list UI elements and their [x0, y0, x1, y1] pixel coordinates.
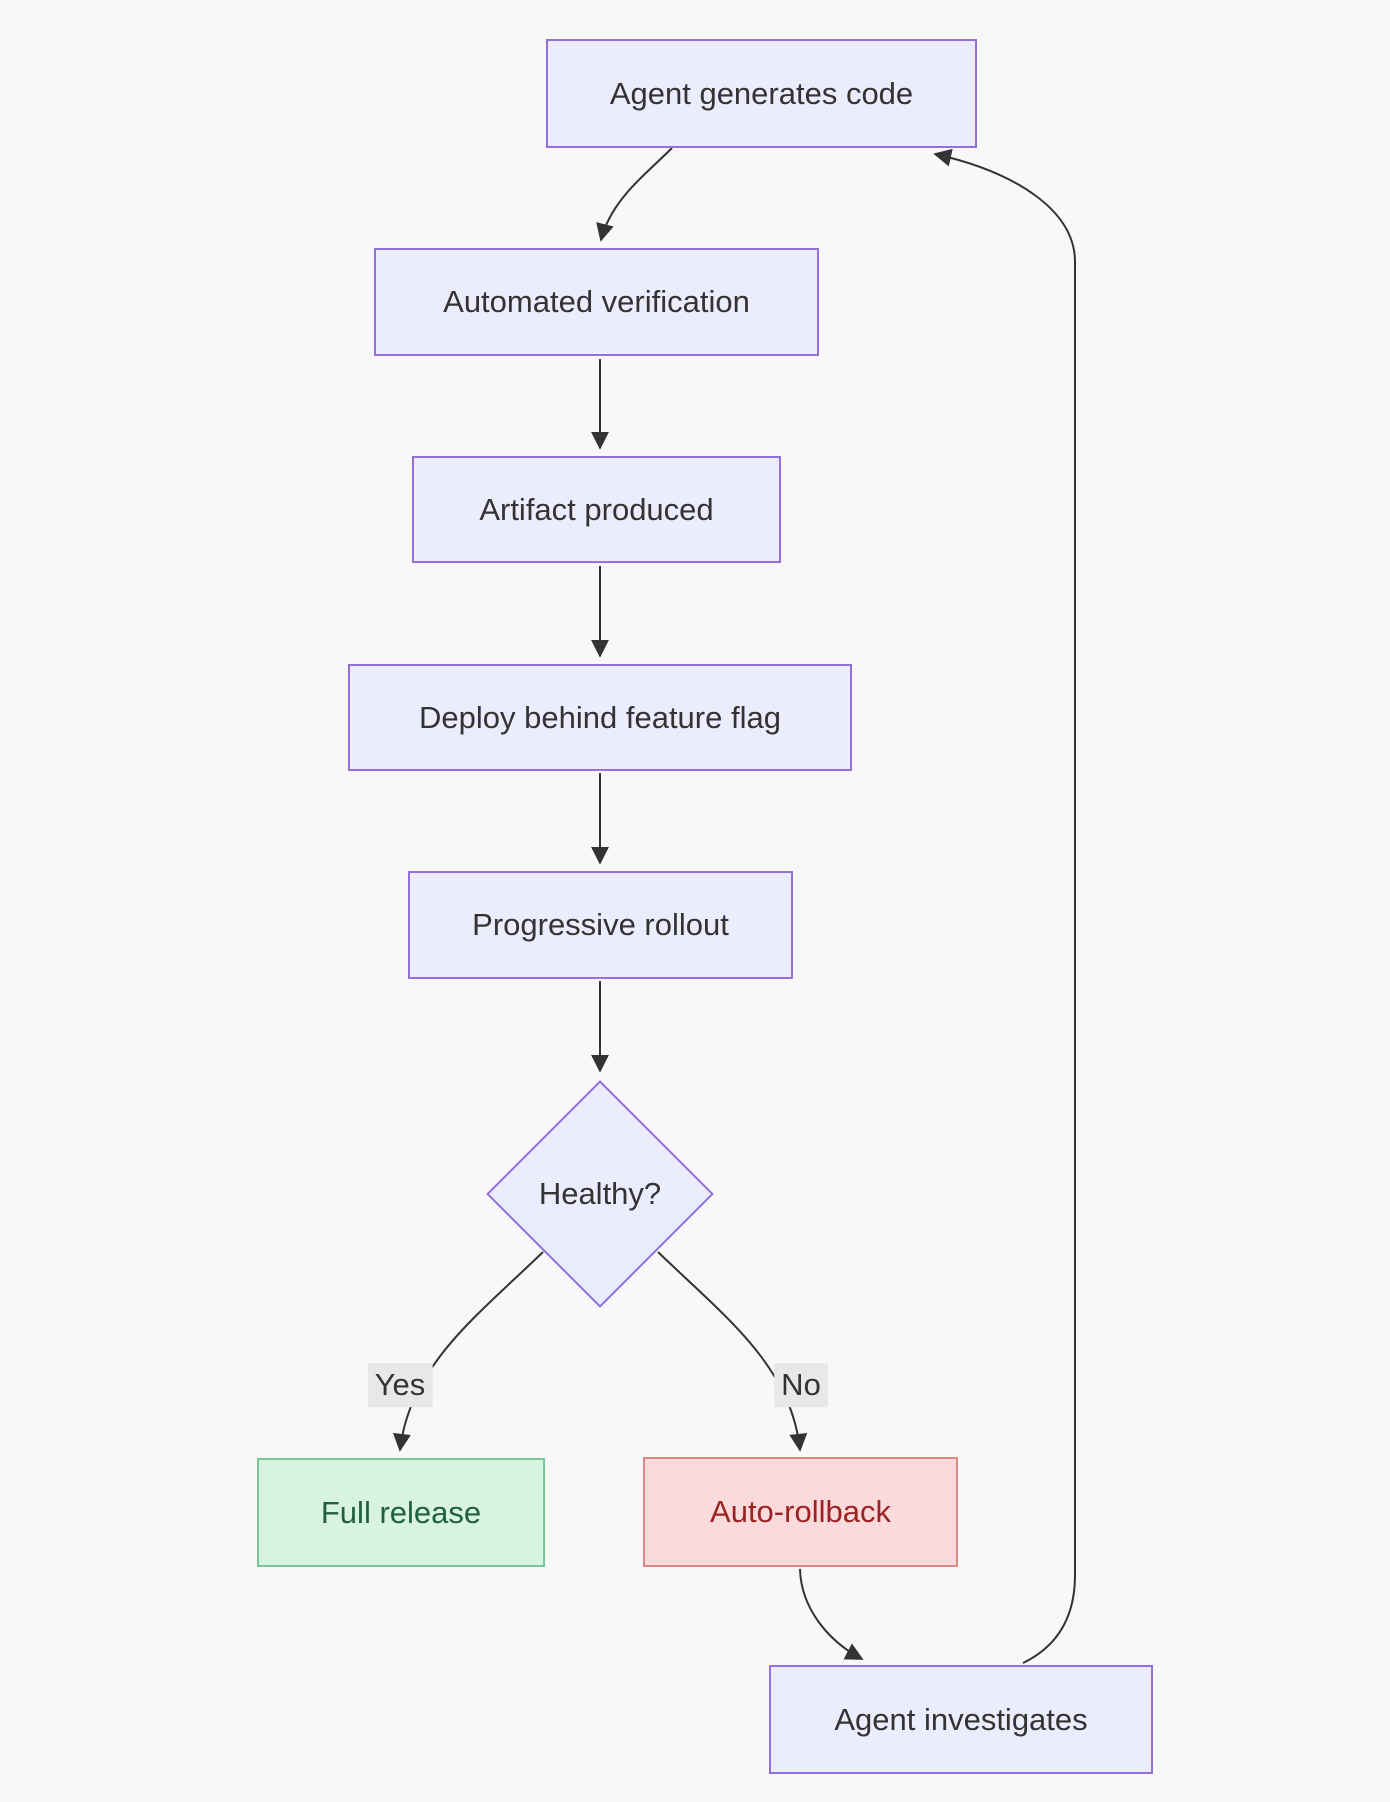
node-artifact-produced: Artifact produced	[412, 456, 781, 563]
node-label: Agent generates code	[609, 75, 914, 111]
node-label: Automated verification	[443, 284, 750, 320]
node-deploy-behind-feature-flag: Deploy behind feature flag	[348, 664, 852, 771]
node-full-release: Full release	[257, 1458, 545, 1567]
node-label: Deploy behind feature flag	[419, 699, 781, 735]
edge-generate-to-verify	[596, 147, 673, 242]
node-automated-verification: Automated verification	[374, 248, 819, 356]
node-label: Progressive rollout	[472, 907, 729, 943]
node-healthy-decision: Healthy?	[485, 1079, 715, 1309]
edge-label-no: No	[774, 1363, 828, 1407]
node-label: Full release	[320, 1494, 482, 1530]
edge-healthy-no-to-rollback	[657, 1251, 808, 1452]
edge-label-yes: Yes	[367, 1363, 433, 1407]
edge-healthy-yes-to-release	[392, 1251, 544, 1452]
node-agent-generates-code: Agent generates code	[546, 39, 977, 148]
edge-label-text: No	[781, 1367, 821, 1403]
node-label: Healthy?	[538, 1176, 662, 1211]
edge-rollback-to-investigate	[799, 1568, 864, 1660]
node-auto-rollback: Auto-rollback	[643, 1457, 958, 1567]
edge-investigate-to-generate	[933, 148, 1076, 1664]
node-progressive-rollout: Progressive rollout	[408, 871, 793, 979]
edge-label-text: Yes	[374, 1367, 426, 1403]
node-label: Auto-rollback	[710, 1494, 891, 1530]
node-agent-investigates: Agent investigates	[769, 1665, 1153, 1774]
node-label: Agent investigates	[834, 1701, 1088, 1737]
node-label: Artifact produced	[479, 491, 714, 527]
